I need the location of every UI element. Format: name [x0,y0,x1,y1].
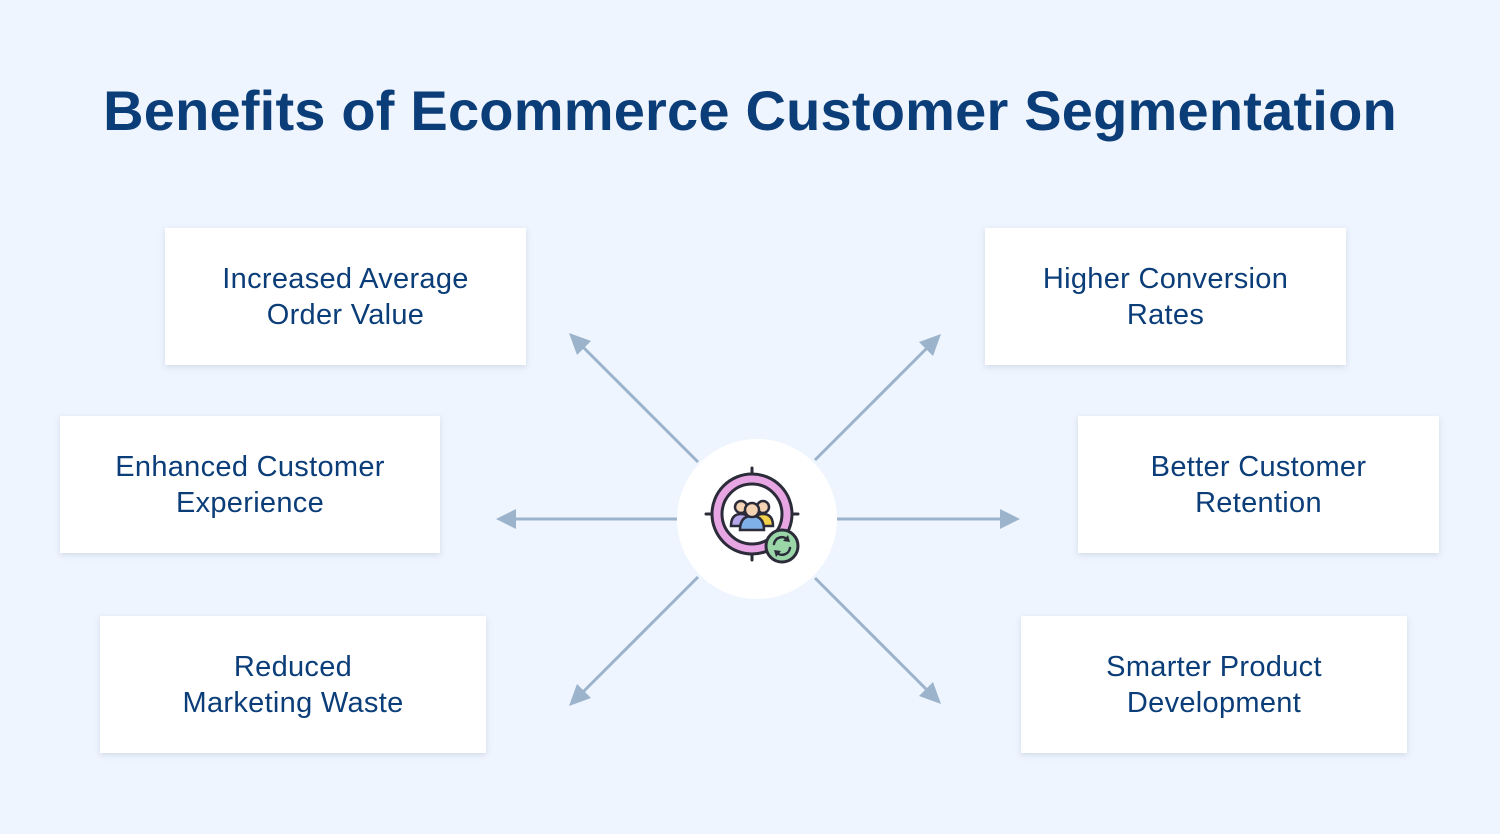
benefit-card-reduced-marketing-waste: Reduced Marketing Waste [100,616,486,753]
center-hub [677,439,837,599]
benefit-card-increased-average-order-value: Increased Average Order Value [165,228,526,365]
arrow-bottom-left [575,575,700,700]
benefit-card-enhanced-customer-experience: Enhanced Customer Experience [60,416,440,553]
customer-segmentation-icon [704,466,800,564]
arrowhead-top-left [569,333,591,355]
benefit-label: Better Customer Retention [1150,450,1367,519]
arrow-top-left [575,339,700,464]
benefit-label: Smarter Product Development [1106,650,1322,719]
arrow-top-right [813,340,935,462]
arrowhead-bottom-left [569,684,591,706]
benefit-label: Reduced Marketing Waste [182,650,404,719]
arrow-bottom-right [813,576,935,698]
benefit-label: Enhanced Customer Experience [115,450,385,519]
arrowhead-bottom-right [919,682,941,704]
benefit-card-better-customer-retention: Better Customer Retention [1078,416,1439,553]
arrowhead-left [496,509,516,529]
arrowhead-right [1000,509,1020,529]
benefit-label: Increased Average Order Value [222,262,469,331]
benefit-card-smarter-product-development: Smarter Product Development [1021,616,1407,753]
page-title: Benefits of Ecommerce Customer Segmentat… [103,79,1397,142]
benefit-card-higher-conversion-rates: Higher Conversion Rates [985,228,1346,365]
arrowhead-top-right [919,334,941,356]
benefit-label: Higher Conversion Rates [1042,262,1289,331]
